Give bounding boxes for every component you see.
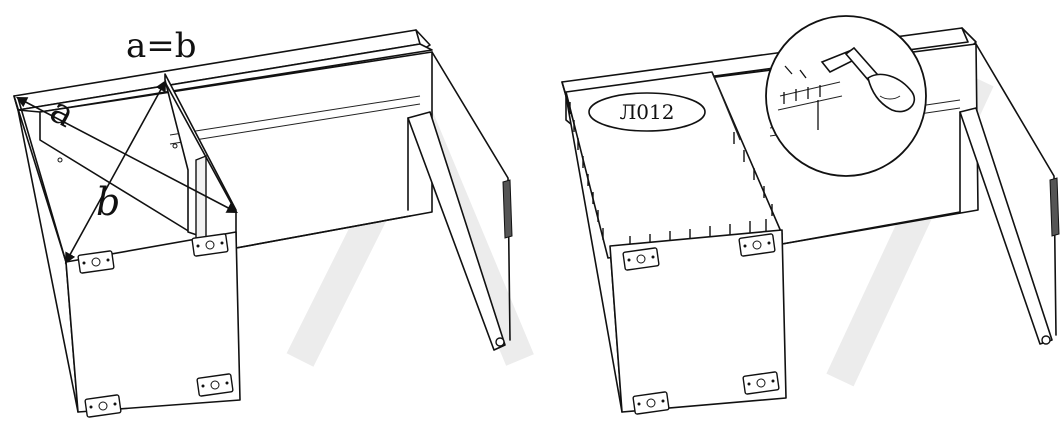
right-figure-cabinet: Л012	[561, 15, 1060, 415]
bracket-top-left	[622, 247, 660, 271]
bracket-top-right	[738, 233, 776, 257]
bracket-bottom-right	[742, 371, 780, 395]
left-figure-cabinet: a=b a b	[13, 26, 513, 418]
part-code-label: Л012	[620, 100, 675, 124]
hinge-icon	[495, 337, 505, 347]
bracket-bottom-left	[84, 394, 122, 418]
diagonal-b-arrow	[64, 80, 167, 264]
bracket-bottom-right	[196, 373, 234, 397]
equation-label: a=b	[126, 26, 197, 66]
part-code-ellipse	[588, 92, 706, 132]
bracket-top-right	[191, 233, 229, 257]
bracket-bottom-left	[632, 391, 670, 415]
hinge-icon	[1041, 335, 1051, 345]
diagonal-b-label: b	[96, 180, 120, 224]
detail-magnifier	[765, 15, 927, 177]
hammer-icon	[820, 46, 916, 113]
hinge-icon	[502, 179, 513, 239]
right-side-panel	[407, 111, 506, 351]
bracket-top-left	[77, 250, 115, 274]
front-panel	[65, 231, 241, 413]
hinge-icon	[1049, 177, 1060, 237]
